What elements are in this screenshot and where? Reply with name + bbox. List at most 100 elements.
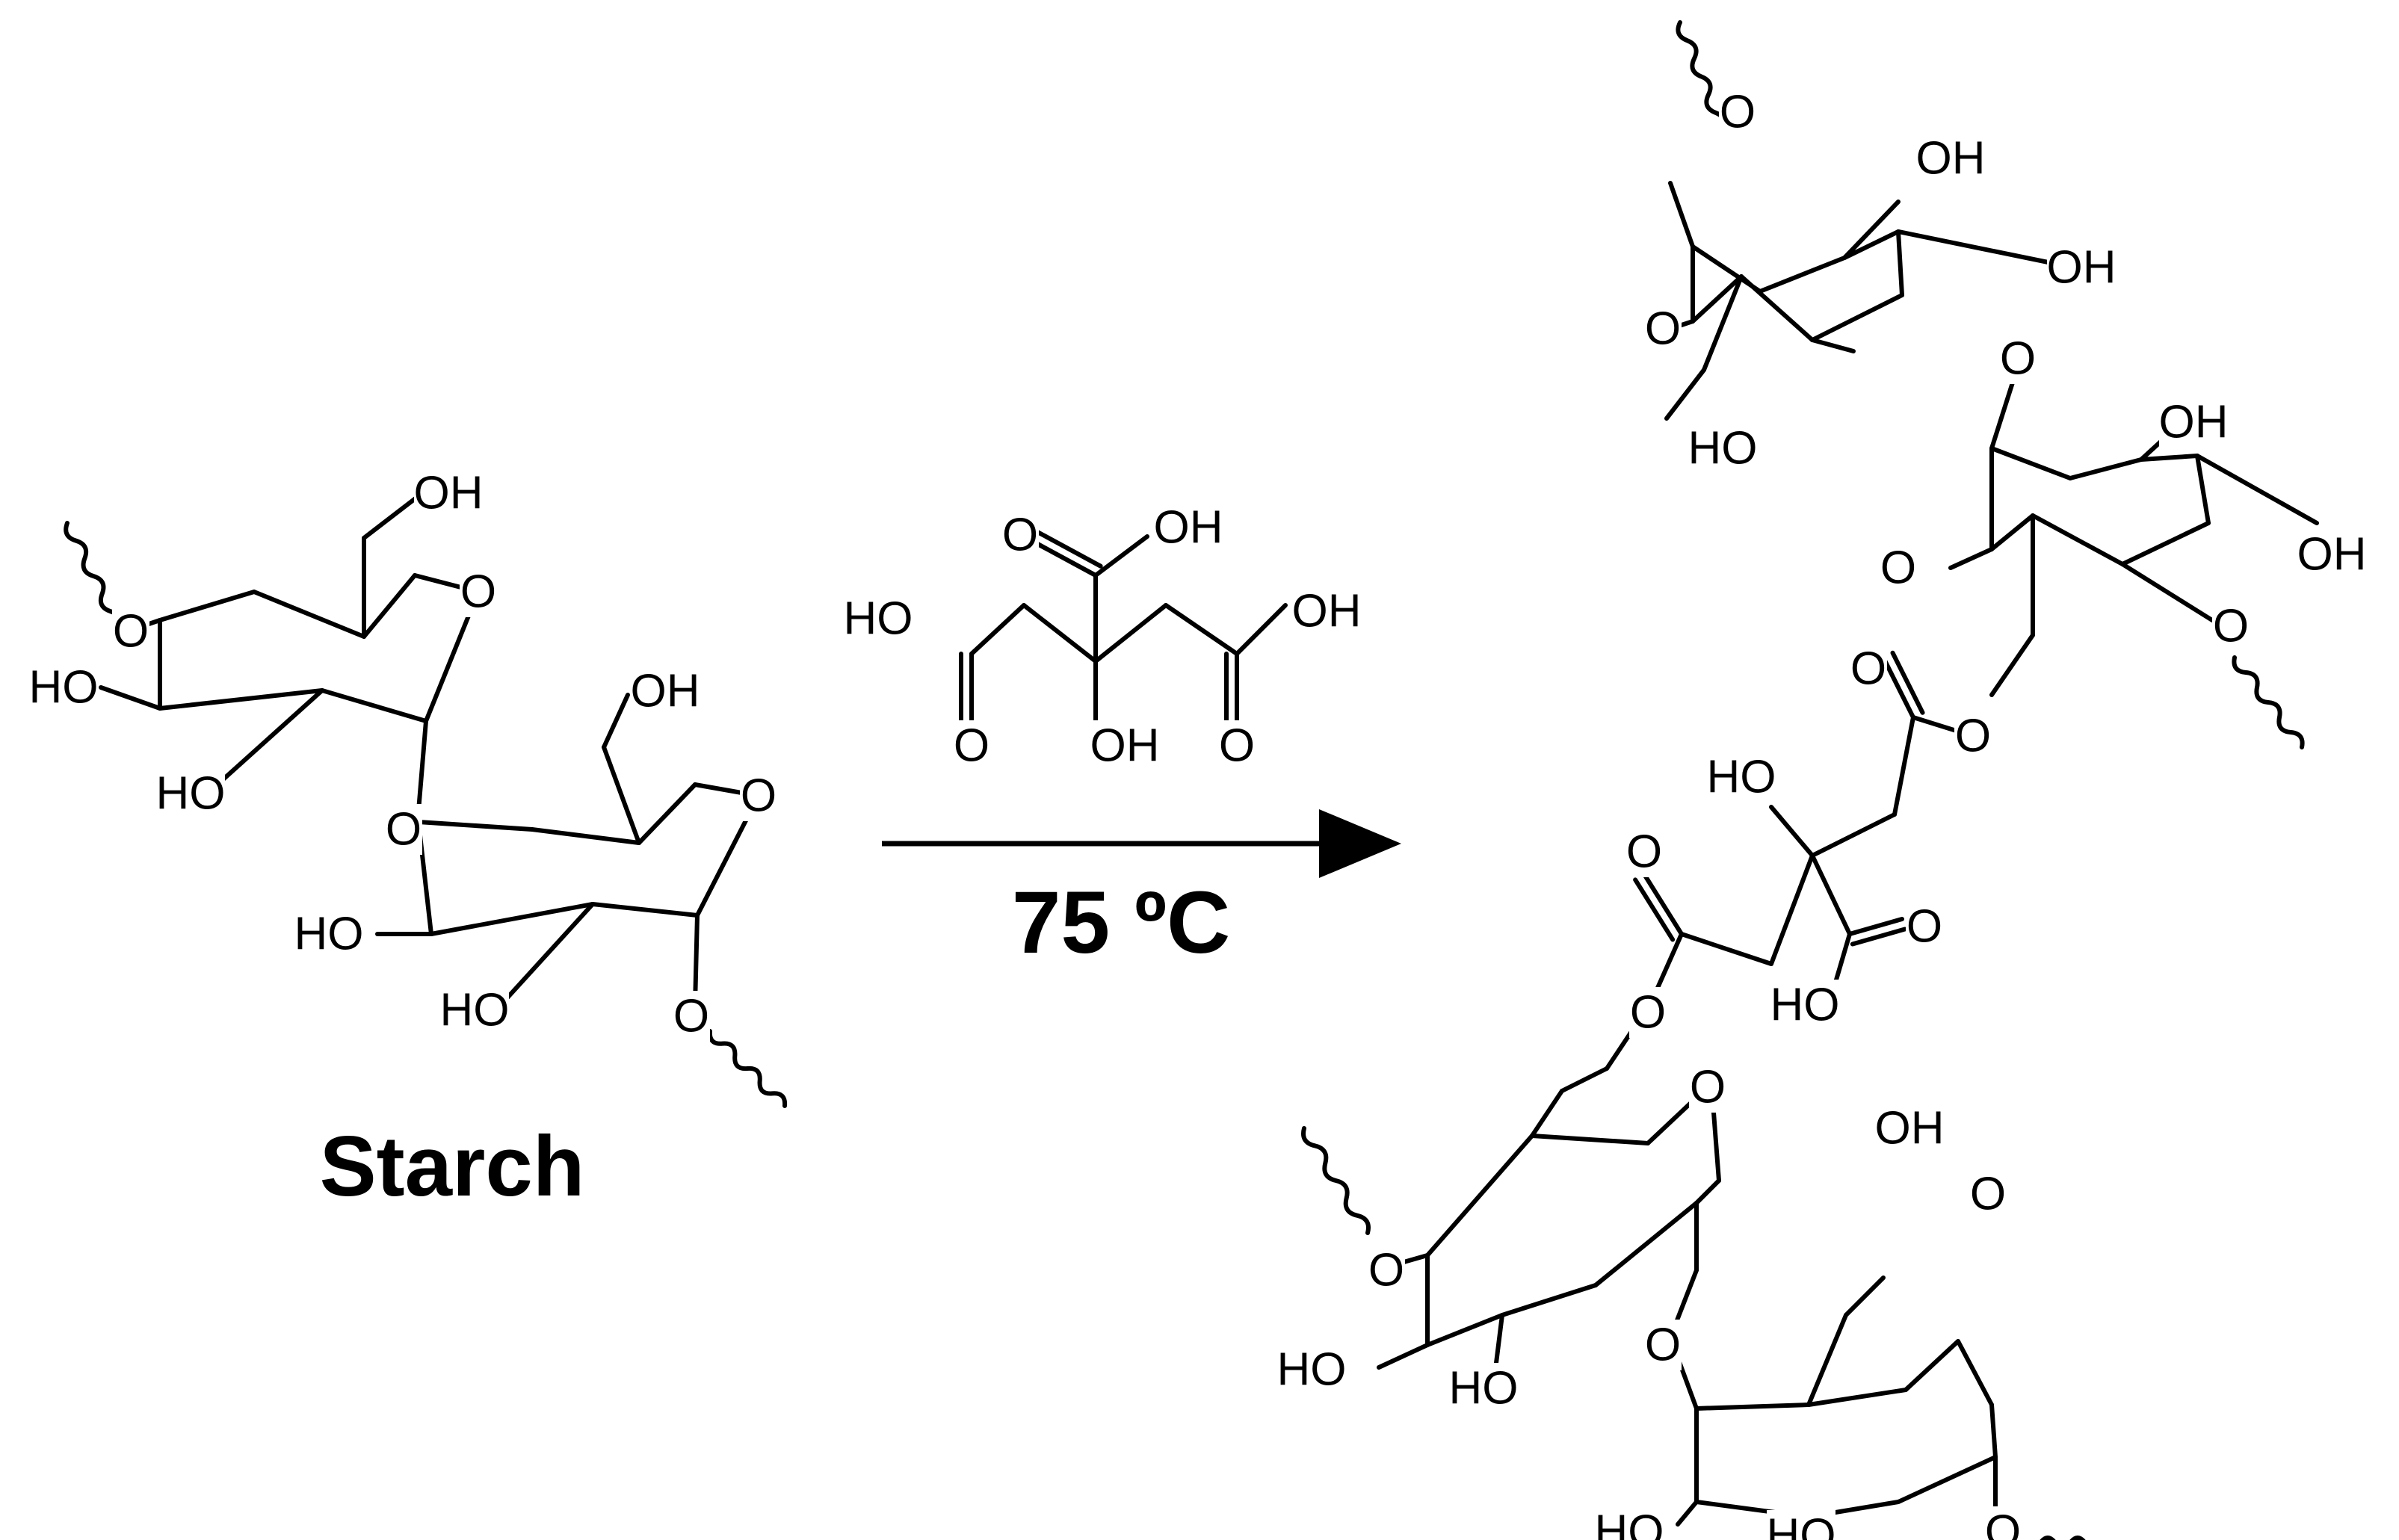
atom-label-background — [1629, 987, 1667, 1038]
hydroxyl-label: OH — [2159, 397, 2229, 448]
bond — [1022, 603, 1098, 664]
bond — [1758, 256, 1847, 294]
bond — [1377, 1343, 1430, 1370]
oxygen-atom-label: O — [741, 770, 776, 822]
bond — [1810, 293, 1904, 342]
bond — [1664, 368, 1706, 421]
wavy-bond — [64, 521, 123, 631]
bond — [2120, 562, 2214, 622]
oxygen-atom-label: O — [1002, 510, 1038, 561]
atom-label-background — [1767, 1510, 1835, 1540]
atom-label-background — [1277, 1344, 1346, 1395]
atom-label-background — [1984, 1506, 2022, 1540]
bond — [1896, 229, 2065, 268]
oxygen-atom-label: O — [1880, 542, 1916, 594]
atom-label-background — [1875, 1103, 1944, 1154]
bond — [1642, 872, 1684, 936]
bond — [1881, 655, 1915, 720]
oxygen-atom-label: O — [1626, 826, 1662, 878]
hydroxyl-label: OH — [2297, 529, 2367, 581]
bond — [2195, 454, 2211, 525]
atom-label-background — [2297, 529, 2366, 580]
bond — [1842, 229, 1901, 260]
bond — [320, 688, 428, 723]
reactant-label-starch: Starch — [320, 1119, 585, 1214]
bond — [1093, 534, 1149, 578]
atom-label-background — [2212, 601, 2250, 652]
hydroxyl-label: HO — [440, 985, 510, 1036]
atom-label-background — [1719, 87, 1756, 137]
bond — [2031, 513, 2125, 566]
bond — [693, 913, 700, 1007]
wavy-bond — [2232, 655, 2305, 749]
bond — [1989, 1403, 1998, 1459]
bond — [1989, 633, 2035, 697]
bond — [416, 719, 428, 813]
atom-label-background — [673, 991, 710, 1042]
atom-label-background — [1449, 1363, 1518, 1414]
atom-label-background — [440, 985, 509, 1036]
atom-label-background — [1850, 643, 1887, 694]
oxygen-atom-label: O — [1850, 643, 1886, 695]
atom-label-background — [2159, 397, 2228, 448]
hydroxyl-label: HO — [1688, 423, 1758, 474]
oxygen-atom-label: O — [2000, 333, 2036, 385]
bond — [362, 491, 424, 540]
atom-label-background — [740, 770, 777, 821]
bond — [1896, 1455, 1998, 1504]
bond — [1948, 547, 1994, 570]
hydroxyl-label: HO — [1277, 1344, 1347, 1396]
oxygen-atom-label: O — [954, 720, 989, 772]
oxygen-atom-label: O — [386, 804, 422, 856]
bond — [637, 782, 697, 845]
bond — [1694, 1178, 1721, 1205]
atom-label-background — [1154, 502, 1223, 553]
hydroxyl-label: HO — [29, 662, 99, 714]
atom-label-background — [1707, 752, 1776, 803]
atom-label-background — [1906, 901, 1943, 952]
atom-label-background — [1954, 711, 1992, 761]
wavy-bond — [707, 1029, 788, 1108]
bond — [2120, 521, 2211, 566]
bond — [1679, 932, 1773, 966]
atom-label-background — [460, 566, 497, 617]
bond — [362, 573, 417, 639]
bond — [1676, 1500, 1699, 1527]
atom-label-background — [1001, 510, 1039, 560]
oxygen-atom-label: O — [1970, 1169, 2006, 1220]
bond — [1694, 1403, 1811, 1411]
bond — [99, 685, 162, 711]
hydroxyl-label: OH — [631, 666, 700, 717]
bond — [1890, 650, 1925, 715]
atom-label-background — [1595, 1506, 1664, 1540]
hydroxyl-label: OH — [414, 468, 484, 519]
bond — [1425, 1313, 1504, 1347]
hydroxyl-label: HO — [1767, 1510, 1836, 1540]
hydroxyl-label: HO — [156, 768, 226, 820]
hydroxyl-label: HO — [1770, 980, 1840, 1031]
bond — [1530, 1134, 1650, 1145]
bond — [1093, 603, 1168, 664]
bond — [1842, 200, 1901, 260]
bond — [1904, 1339, 1960, 1392]
bond — [1593, 1201, 1699, 1287]
oxygen-atom-label: O — [1906, 901, 1942, 953]
atom-label-background — [1090, 720, 1159, 771]
hydroxyl-label: OH — [1875, 1103, 1945, 1154]
wavy-bond — [2040, 1536, 2086, 1540]
reaction-arrow — [882, 809, 1401, 878]
hydroxyl-label: OH — [1154, 502, 1223, 554]
oxygen-atom-label: O — [1720, 87, 1756, 138]
bond-lines — [99, 181, 2319, 1534]
bond — [590, 902, 700, 918]
atom-label-background — [1999, 333, 2037, 384]
atom-label-background — [1368, 1245, 1405, 1296]
atom-label-background — [1770, 980, 1839, 1030]
atom-label-background — [1689, 1062, 1726, 1113]
atom-label-background — [294, 909, 363, 959]
atom-label-background — [1292, 586, 1361, 637]
bond — [209, 688, 324, 793]
bond — [530, 827, 641, 845]
atom-label-background — [1969, 1169, 2007, 1219]
bond — [1702, 274, 1744, 372]
